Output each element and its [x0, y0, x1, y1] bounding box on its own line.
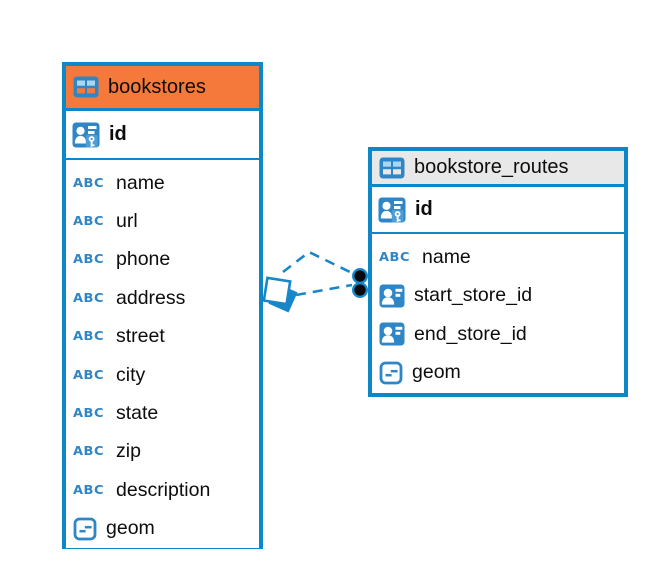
table-bookstores[interactable]: bookstores id ABC name ABC url ABC phone… — [62, 62, 263, 549]
table-title: bookstores — [108, 75, 206, 98]
primary-key-icon — [378, 197, 406, 223]
column-name: zip — [116, 440, 141, 463]
column-row-zip[interactable]: ABC zip — [66, 432, 259, 472]
varchar-icon: ABC — [73, 252, 105, 268]
column-name: id — [415, 198, 433, 220]
varchar-icon: ABC — [379, 250, 411, 265]
table-header-bookstore-routes[interactable]: bookstore_routes — [372, 151, 624, 187]
column-name: geom — [106, 517, 155, 540]
column-name: geom — [412, 361, 461, 384]
column-row-state[interactable]: ABC state — [66, 394, 259, 433]
column-name: name — [116, 171, 165, 194]
varchar-icon: ABC — [73, 483, 105, 498]
varchar-icon: ABC — [73, 444, 105, 460]
column-row-name[interactable]: ABC name — [66, 164, 259, 203]
relationship-line-lower[interactable] — [295, 283, 353, 297]
column-list: ABC name start_store_id end_store_id ge — [372, 234, 624, 392]
column-row-id[interactable]: id — [372, 187, 624, 234]
column-row-street[interactable]: ABC street — [66, 317, 259, 356]
varchar-icon: ABC — [73, 368, 105, 383]
column-name: state — [116, 402, 159, 425]
column-name: end_store_id — [414, 322, 527, 345]
column-row-id[interactable]: id — [66, 111, 259, 160]
table-icon — [379, 157, 405, 179]
column-row-address[interactable]: ABC address — [66, 279, 259, 318]
column-name: city — [116, 363, 146, 386]
varchar-icon: ABC — [73, 176, 105, 191]
column-name: start_store_id — [414, 284, 533, 307]
column-name: id — [109, 123, 127, 145]
geometry-icon — [379, 361, 403, 385]
column-row-geom[interactable]: geom — [372, 353, 624, 392]
relationship-line-upper[interactable] — [282, 250, 355, 276]
many-end-marker — [262, 276, 298, 313]
table-icon — [73, 76, 99, 98]
column-row-name[interactable]: ABC name — [372, 238, 624, 277]
varchar-icon: ABC — [73, 329, 105, 344]
column-name: address — [116, 286, 186, 309]
table-header-bookstores[interactable]: bookstores — [66, 66, 259, 111]
table-bookstore-routes[interactable]: bookstore_routes id ABC name start_store… — [368, 147, 628, 397]
geometry-icon — [73, 517, 97, 541]
column-row-url[interactable]: ABC url — [66, 202, 259, 241]
column-row-description[interactable]: ABC description — [66, 471, 259, 510]
column-name: phone — [116, 248, 171, 271]
primary-key-icon — [72, 122, 100, 148]
column-list: ABC name ABC url ABC phone ABC address A… — [66, 160, 259, 548]
varchar-icon: ABC — [73, 214, 105, 229]
column-row-phone[interactable]: ABC phone — [66, 240, 259, 280]
varchar-icon: ABC — [73, 291, 105, 306]
column-row-city[interactable]: ABC city — [66, 355, 259, 395]
table-title: bookstore_routes — [414, 156, 569, 178]
foreign-key-icon — [379, 322, 405, 346]
varchar-icon: ABC — [73, 406, 105, 421]
column-row-start-store-id[interactable]: start_store_id — [372, 276, 624, 315]
column-name: street — [116, 325, 165, 348]
column-name: url — [116, 210, 138, 233]
column-row-geom[interactable]: geom — [66, 509, 259, 548]
column-name: description — [116, 478, 211, 501]
column-row-end-store-id[interactable]: end_store_id — [372, 315, 624, 354]
one-end-marker — [352, 268, 369, 299]
column-name: name — [422, 245, 471, 268]
foreign-key-icon — [379, 284, 405, 308]
